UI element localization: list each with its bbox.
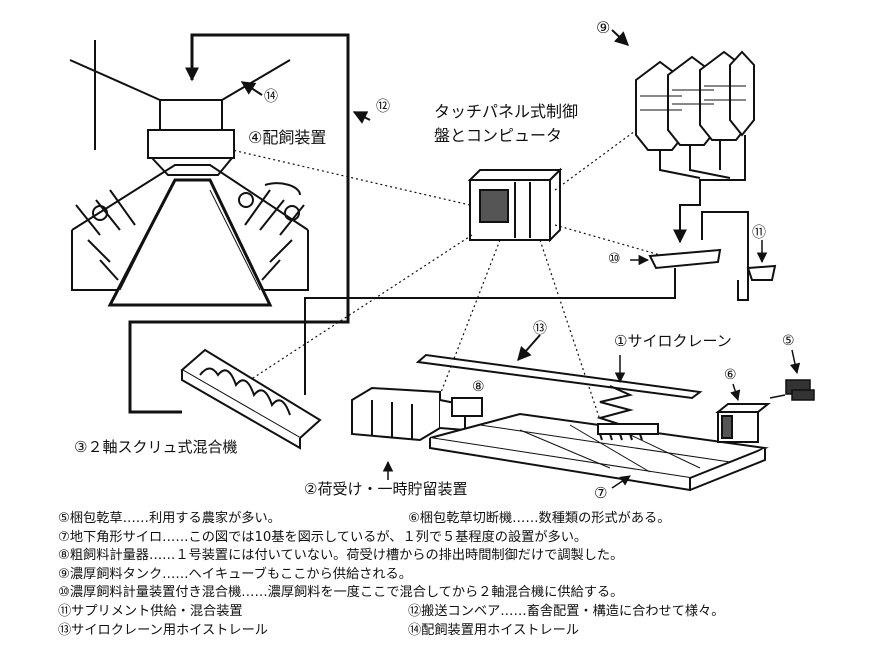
label-1: ①サイロクレーン: [614, 334, 732, 349]
concentrate-feed-tanks: [636, 52, 754, 150]
legend-item: ⑬サイロクレーン用ホイストレール: [58, 622, 408, 641]
control-panel-label-line2: 盤とコンピュータ: [434, 128, 562, 144]
legend-item: ⑭配飼装置用ホイストレール: [408, 622, 579, 641]
legend-row: ⑨濃厚飼料タンク……ヘイキューブもここから供給される。: [58, 566, 858, 585]
label-12: ⑫: [376, 100, 390, 114]
hay-bales: [786, 380, 814, 400]
label-6: ⑥: [724, 368, 737, 382]
roughage-weigher: [452, 398, 482, 416]
supplement-feeder: [748, 266, 775, 280]
legend-row: ⑧粗飼料計量器……１号装置には付いていない。荷受け槽からの排出時間制御だけで調製…: [58, 547, 858, 566]
legend-item: ⑫搬送コンベア……畜舎配置・構造に合わせて様々。: [408, 603, 725, 622]
legend-item: ⑨濃厚飼料タンク……ヘイキューブもここから供給される。: [58, 566, 412, 585]
legend-row: ⑩濃厚飼料計量装置付き混合機……濃厚飼料を一度ここで混合してから２軸混合機に供給…: [58, 584, 858, 603]
legend-item: ⑧粗飼料計量器……１号装置には付いていない。荷受け槽からの排出時間制御だけで調製…: [58, 547, 623, 566]
silo-crane: [598, 386, 658, 440]
concentrate-mixer: [650, 250, 720, 268]
label-13: ⑬: [533, 322, 547, 336]
label-8: ⑧: [472, 380, 485, 394]
label-2: ②荷受け・一時貯留装置: [304, 482, 467, 497]
label-5: ⑤: [782, 334, 795, 348]
label-11: ⑪: [752, 226, 766, 240]
feeding-system-diagram: [0, 0, 872, 505]
label-9: ⑨: [596, 20, 610, 36]
legend-row: ⑦地下角形サイロ……この図では10基を図示しているが、１列で５基程度の設置が多い…: [58, 529, 858, 548]
control-panel-computer: [470, 170, 560, 240]
twin-screw-mixer: [182, 350, 320, 448]
label-7: ⑦: [594, 486, 607, 501]
feeding-device-illustration: [70, 40, 308, 305]
legend-item: ⑪サプリメント供給・混合装置: [58, 603, 408, 622]
label-3: ③２軸スクリュ式混合機: [74, 440, 237, 455]
control-panel-label-line1: タッチパネル式制御: [434, 104, 578, 120]
legend-row: ⑬サイロクレーン用ホイストレール ⑭配飼装置用ホイストレール: [58, 622, 858, 641]
legend-item: ⑩濃厚飼料計量装置付き混合機……濃厚飼料を一度ここで混合してから２軸混合機に供給…: [58, 584, 623, 603]
legend-item: ⑤梱包乾草……利用する農家が多い。: [58, 510, 408, 529]
legend-item: ⑦地下角形サイロ……この図では10基を図示しているが、１列で５基程度の設置が多い…: [58, 529, 587, 548]
legend-row: ⑤梱包乾草……利用する農家が多い。 ⑥梱包乾草切断機……数種類の形式がある。: [58, 510, 858, 529]
bale-cutter: [718, 404, 768, 442]
silo-crane-hoist-rail: [418, 355, 700, 398]
legend-item: ⑥梱包乾草切断機……数種類の形式がある。: [408, 510, 670, 529]
label-14: ⑭: [264, 90, 278, 104]
legend-row: ⑪サプリメント供給・混合装置 ⑫搬送コンベア……畜舎配置・構造に合わせて様々。: [58, 603, 858, 622]
legend-notes: ⑤梱包乾草……利用する農家が多い。 ⑥梱包乾草切断機……数種類の形式がある。 ⑦…: [58, 510, 858, 640]
label-10: ⑩: [608, 252, 621, 266]
label-4: ④配飼装置: [248, 130, 326, 146]
